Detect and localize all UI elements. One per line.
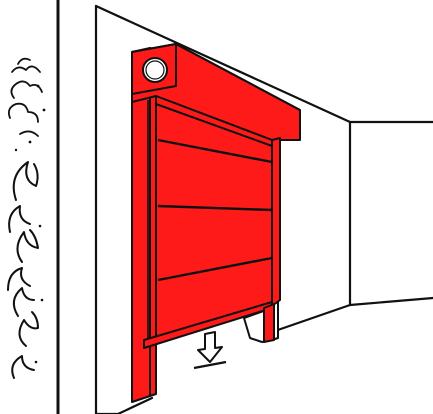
arrow-down-icon [193, 331, 227, 370]
arrow-base-line [193, 360, 227, 370]
floor-line-front [116, 396, 154, 414]
smoke-cloud-icon [7, 57, 46, 152]
room-walls [56, 0, 433, 414]
right-guide-rail-lower [263, 303, 275, 343]
ceiling-line [94, 4, 352, 124]
floor-line-back [270, 303, 352, 334]
back-wall-floor-line [348, 296, 433, 307]
slat-line [157, 256, 273, 282]
roller-drum-icon [142, 57, 168, 83]
shutter-slats [157, 138, 273, 282]
slat-line [157, 138, 273, 164]
right-guide-rail [271, 137, 281, 307]
fire-flames-icon [7, 161, 44, 379]
slat-line [157, 204, 273, 212]
